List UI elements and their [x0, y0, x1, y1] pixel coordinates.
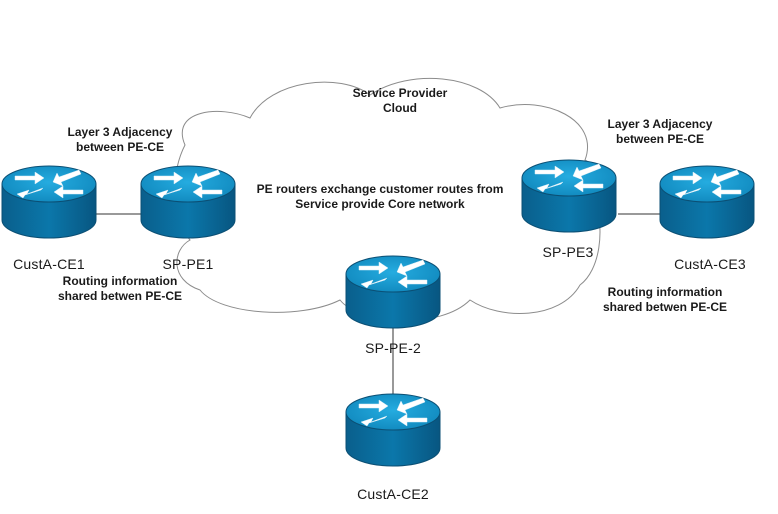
left-routing-line1: Routing information — [62, 274, 178, 288]
router-sp-pe3-icon[interactable] — [521, 159, 617, 233]
router-custa-ce2-icon[interactable] — [345, 393, 441, 467]
right-adjacency-note: Layer 3 Adjacency between PE-CE — [590, 117, 730, 147]
cloud-exchange-note: PE routers exchange customer routes from… — [230, 182, 530, 212]
cloud-note-line2: Service provide Core network — [295, 197, 465, 211]
router-label-custa-ce2: CustA-CE2 — [357, 486, 429, 502]
right-routing-line1: Routing information — [607, 285, 723, 299]
router-sp-pe2-icon[interactable] — [345, 255, 441, 329]
router-label-sp-pe1: SP-PE1 — [162, 256, 214, 272]
router-label-sp-pe2: SP-PE-2 — [365, 340, 421, 356]
left-adjacency-line2: between PE-CE — [75, 140, 165, 154]
left-routing-line2: shared betwen PE-CE — [57, 289, 183, 303]
left-adjacency-note: Layer 3 Adjacency between PE-CE — [50, 125, 190, 155]
links — [96, 213, 662, 408]
router-label-custa-ce3: CustA-CE3 — [674, 256, 746, 272]
cloud-note-line1: PE routers exchange customer routes from — [256, 182, 504, 196]
cloud-title: Service Provider Cloud — [320, 86, 480, 116]
service-provider-cloud — [173, 77, 601, 322]
cloud-subtitle-line: Cloud — [383, 101, 417, 115]
router-custa-ce3-icon[interactable] — [659, 165, 755, 239]
router-sp-pe1-icon[interactable] — [140, 165, 236, 239]
right-routing-note: Routing information shared betwen PE-CE — [585, 285, 745, 315]
left-adjacency-line1: Layer 3 Adjacency — [67, 125, 173, 139]
left-routing-note: Routing information shared betwen PE-CE — [40, 274, 200, 304]
right-routing-line2: shared betwen PE-CE — [602, 300, 728, 314]
router-label-custa-ce1: CustA-CE1 — [13, 256, 85, 272]
right-adjacency-line1: Layer 3 Adjacency — [607, 117, 713, 131]
router-label-sp-pe3: SP-PE3 — [542, 244, 594, 260]
cloud-title-line: Service Provider — [352, 86, 448, 100]
router-custa-ce1-icon[interactable] — [1, 165, 97, 239]
right-adjacency-line2: between PE-CE — [615, 132, 705, 146]
